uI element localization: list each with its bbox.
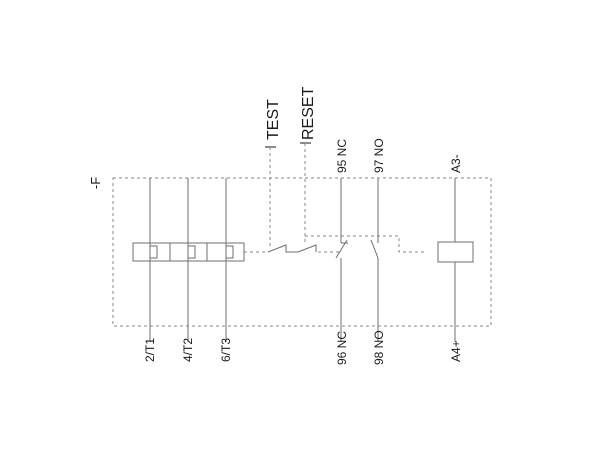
device-enclosure — [112, 177, 492, 327]
reset-button-contact — [297, 244, 317, 253]
terminal-label-4-t2: 4/T2 — [181, 338, 195, 362]
terminal-label-95-nc: 95 NC — [335, 139, 349, 173]
terminal-label-98-no: 98 NO — [372, 330, 386, 365]
device-designation: -F — [88, 177, 103, 189]
terminal-label-a3: A3- — [449, 154, 463, 173]
test-button-contact — [267, 244, 298, 253]
terminal-label-96-nc: 96 NC — [335, 331, 349, 365]
thermal-element-2 — [188, 245, 196, 259]
terminal-label-2-t1: 2/T1 — [143, 338, 157, 362]
thermal-element-3 — [226, 245, 234, 259]
terminal-label-a4: A4+ — [449, 340, 463, 362]
reset-linkage — [305, 235, 424, 253]
coil-symbol — [437, 241, 474, 263]
thermal-element-1 — [150, 245, 158, 259]
reset-button-label[interactable]: RESET — [300, 86, 317, 140]
no-contact-blade — [370, 239, 379, 259]
terminal-label-6-t3: 6/T3 — [219, 338, 233, 362]
test-button-label[interactable]: TEST — [265, 99, 282, 140]
terminal-label-97-no: 97 NO — [372, 138, 386, 173]
